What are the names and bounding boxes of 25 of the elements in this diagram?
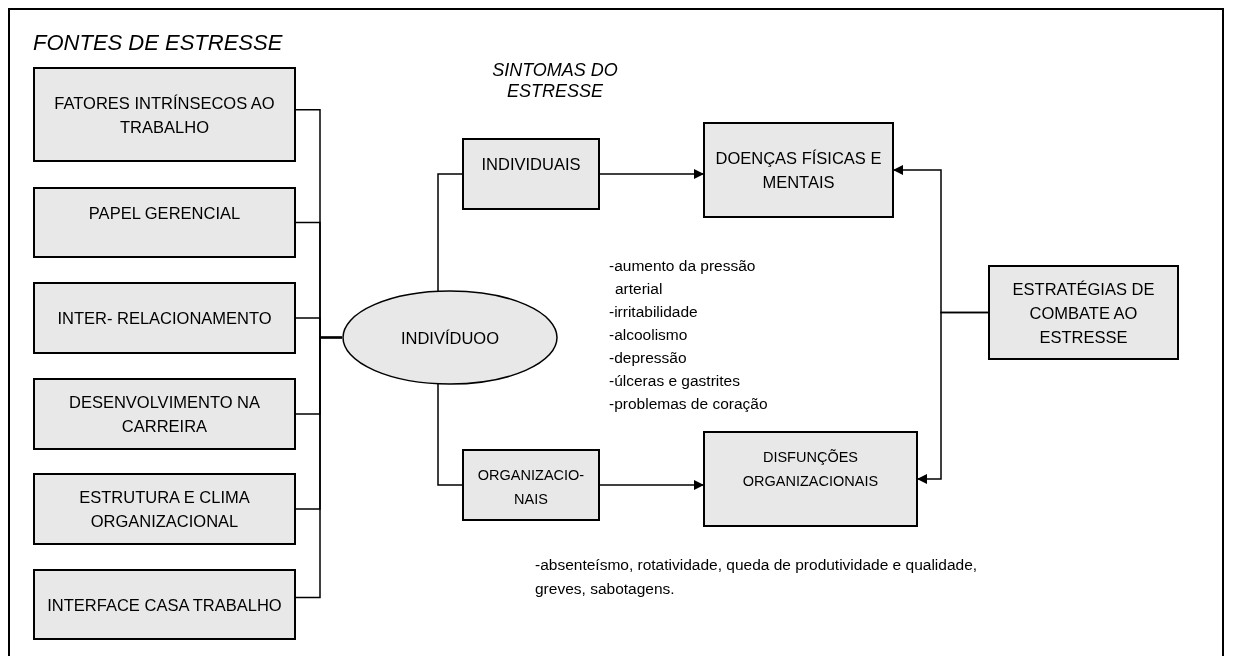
section-heading: SINTOMAS DO ESTRESSE [491, 60, 619, 102]
process-box: INTERFACE CASA TRABALHO [33, 569, 296, 640]
process-box: ESTRUTURA E CLIMA ORGANIZACIONAL [33, 473, 296, 545]
process-box: DISFUNÇÕES ORGANIZACIONAIS [703, 431, 918, 527]
process-box: DESENVOLVIMENTO NA CARREIRA [33, 378, 296, 450]
symptom-item: -alcoolismo [609, 325, 689, 345]
symptom-item: -aumento da pressão arterial [609, 256, 757, 299]
connector [599, 169, 704, 179]
connector [917, 311, 989, 484]
consequence-note: -absenteísmo, rotatividade, queda de produtividade e qualidade, greves, sabotagens. [535, 555, 979, 599]
connector [599, 480, 704, 490]
process-box: FATORES INTRÍNSECOS AO TRABALHO [33, 67, 296, 162]
symptom-item: -úlceras e gastrites [609, 371, 741, 391]
symptom-item: -depressão [609, 348, 688, 368]
process-box: INDIVIDUAIS [462, 138, 600, 210]
symptom-item: -problemas de coração [609, 394, 769, 414]
section-heading: FONTES DE ESTRESSE [33, 29, 284, 57]
process-box: ORGANIZACIO- NAIS [462, 449, 600, 521]
symptom-item: -irritabilidade [609, 302, 699, 322]
process-box: PAPEL GERENCIAL [33, 187, 296, 258]
connector [295, 336, 343, 599]
process-box: DOENÇAS FÍSICAS E MENTAIS [703, 122, 894, 218]
process-box: INTER- RELACIONAMENTO [33, 282, 296, 354]
ellipse-node: INDIVÍDUOO [342, 290, 558, 385]
process-box: ESTRATÉGIAS DE COMBATE AO ESTRESSE [988, 265, 1179, 360]
